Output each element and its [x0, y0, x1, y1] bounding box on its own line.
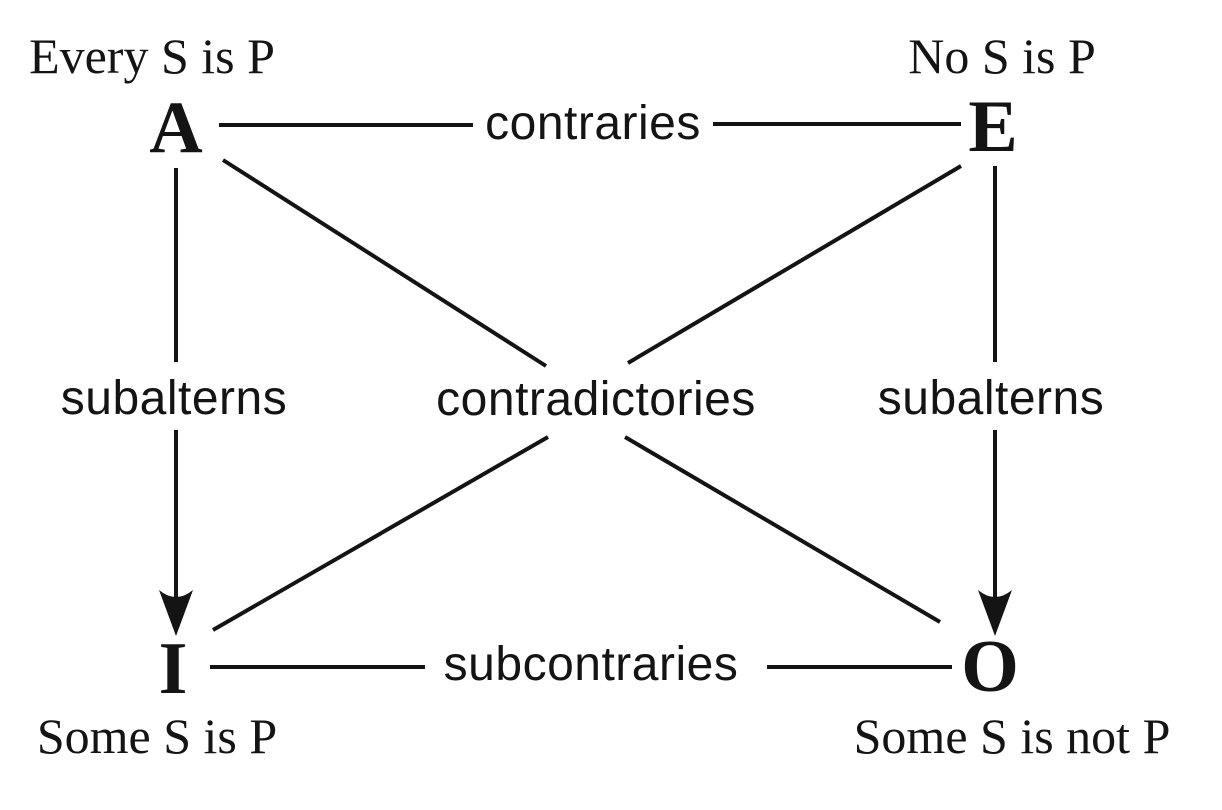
down-arrowhead-left [159, 590, 193, 636]
relation-label-subcontraries: subcontraries [443, 638, 739, 691]
contradictories-line-e-i-lower [212, 435, 549, 632]
relation-label-contraries: contraries [485, 97, 701, 150]
contradictories-line-a-o-lower [623, 435, 942, 624]
node-a-letter: A [149, 87, 203, 169]
statement-e: No S is P [908, 28, 1096, 84]
contradictories-line-e-i-upper [626, 164, 963, 365]
statement-i: Some S is P [36, 708, 278, 764]
relation-label-subalterns-right: subalterns [877, 372, 1105, 425]
statement-a: Every S is P [29, 28, 275, 84]
relation-label-contradictories: contradictories [436, 373, 756, 426]
node-e-letter: E [968, 86, 1018, 168]
down-arrowhead-right [978, 590, 1012, 636]
node-i-letter: I [158, 628, 188, 710]
statement-o: Some S is not P [853, 708, 1171, 764]
contradictories-line-a-o-upper [221, 158, 548, 368]
relation-label-subalterns-left: subalterns [60, 372, 288, 425]
node-o-letter: O [961, 626, 1019, 708]
